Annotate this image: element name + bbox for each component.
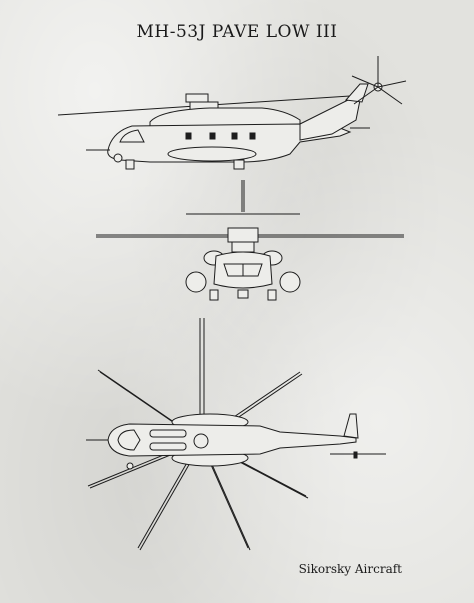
side-main-gear (233, 159, 245, 170)
side-tail-rotor-blade (353, 86, 379, 105)
top-tail-fin (343, 413, 359, 439)
front-fuel-tank-right (279, 271, 301, 293)
front-gear-right (267, 289, 277, 301)
side-external-fuel-tank (167, 146, 257, 162)
side-window (185, 132, 192, 140)
front-rotor-mast (231, 241, 255, 253)
side-rotor-hub (185, 93, 209, 103)
top-cockpit (117, 429, 141, 451)
side-view (57, 56, 407, 170)
side-tail-rotor-blade (377, 86, 403, 105)
top-tail-rotor-hub (353, 451, 358, 459)
side-nose-turret (113, 153, 123, 163)
side-upper-housing (149, 107, 301, 127)
front-rotor-head (227, 227, 259, 243)
side-nose-gear (125, 159, 135, 170)
top-fuselage (107, 423, 357, 457)
top-rotor-hub (193, 433, 209, 449)
top-engine-left (149, 429, 187, 438)
side-tail-fin (345, 83, 369, 103)
top-view (86, 318, 386, 551)
drawing-title: MH-53J PAVE LOW III (136, 22, 338, 42)
manufacturer-caption: Sikorsky Aircraft (298, 562, 402, 576)
side-tail-rotor-blade (377, 80, 407, 88)
top-nose-wheel (126, 462, 134, 470)
side-tail-rotor-blade (351, 75, 379, 88)
side-tail-boom (299, 99, 361, 141)
top-engine-right (149, 442, 187, 451)
side-window (231, 132, 238, 140)
front-nose-gear (237, 289, 249, 299)
front-fuel-tank-left (185, 271, 207, 293)
front-view (96, 180, 404, 301)
side-window (249, 132, 256, 140)
side-window (209, 132, 216, 140)
side-cockpit-window (119, 129, 145, 143)
front-gear-left (209, 289, 219, 301)
